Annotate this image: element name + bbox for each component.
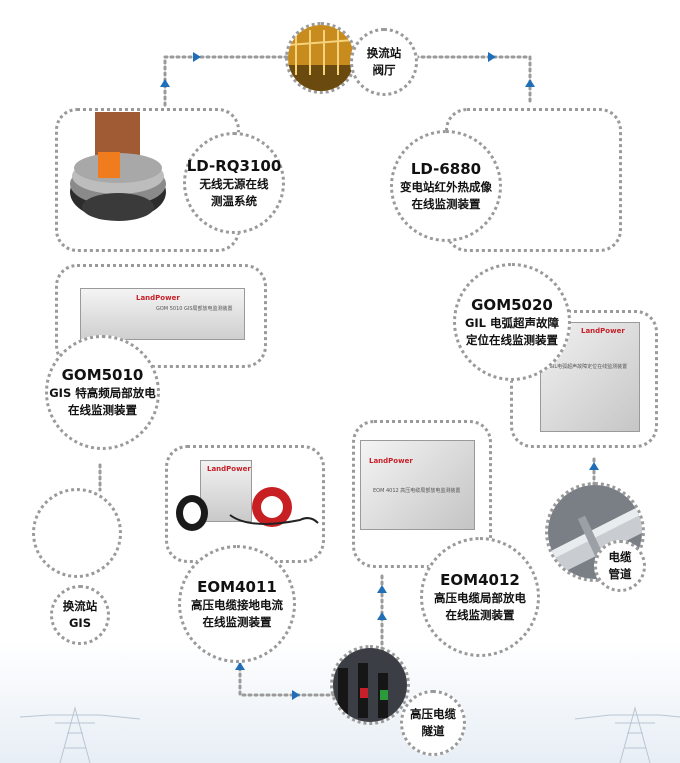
- arrow-right-top-right: [488, 52, 496, 62]
- ld-6880-model: LD-6880: [410, 159, 482, 178]
- ld-6880-label-circle: LD-6880 变电站红外热成像 在线监测装置: [390, 130, 502, 242]
- transmission-tower-right-icon: [575, 706, 680, 763]
- ld-rq3100-label-circle: LD-RQ3100 无线无源在线 测温系统: [183, 132, 285, 234]
- gom5020-label-circle: GOM5020 GIL 电弧超声故障 定位在线监测装置: [453, 263, 571, 381]
- gom5010-model: GOM5010: [61, 366, 144, 384]
- eom4012-device-brand: LandPower: [369, 457, 413, 465]
- arrow-up-left: [160, 79, 170, 87]
- eom4012-desc-2: 在线监测装置: [445, 607, 515, 622]
- arrow-right-tunnel: [292, 690, 300, 700]
- converter-hall-photo: [285, 22, 357, 94]
- eom4011-label-circle: EOM4011 高压电缆接地电流 在线监测装置: [178, 545, 296, 663]
- arrow-up-eom4012-lower: [377, 612, 387, 620]
- converter-hall-label-circle: 换流站 阀厅: [350, 28, 418, 96]
- hv-tunnel-label-circle: 高压电缆 隧道: [400, 690, 466, 756]
- hv-tunnel-photo: [330, 645, 410, 725]
- ld-6880-desc-2: 在线监测装置: [411, 196, 481, 211]
- arrow-right-top-left: [193, 52, 201, 62]
- eom4012-device-image: LandPower EOM 4012 高压电缆局部放电监测装置: [360, 440, 475, 530]
- gom5010-device-caption: GOM 5010 GIS局部放电监测装置: [156, 306, 233, 312]
- eom4011-desc-2: 在线监测装置: [202, 614, 272, 629]
- cable-pipe-label-2: 管道: [608, 567, 632, 581]
- converter-hall-label-1: 换流站: [366, 46, 402, 60]
- converter-gis-label-circle: 换流站 GIS: [50, 585, 110, 645]
- ld-rq3100-desc-1: 无线无源在线: [199, 176, 269, 191]
- arrow-up-right: [525, 79, 535, 87]
- converter-hall-label-2: 阀厅: [372, 63, 396, 77]
- gom5020-desc-2: 定位在线监测装置: [466, 332, 558, 347]
- cable-pipe-label-circle: 电缆 管道: [594, 540, 646, 592]
- gom5010-device-image: LandPower GOM 5010 GIS局部放电监测装置: [80, 288, 245, 340]
- cable-pipe-label-1: 电缆: [608, 550, 632, 564]
- eom4012-device-caption: EOM 4012 高压电缆局部放电监测装置: [373, 488, 461, 494]
- gom5010-label-circle: GOM5010 GIS 特高频局部放电 在线监测装置: [45, 335, 160, 450]
- converter-gis-circle: [32, 488, 122, 578]
- eom4011-device-image: LandPower: [200, 460, 252, 522]
- eom4011-desc-1: 高压电缆接地电流: [191, 597, 283, 612]
- temperature-sensor-ring-image: [70, 112, 166, 221]
- ld-6880-desc-1: 变电站红外热成像: [400, 179, 492, 194]
- gom5020-device-caption: GIL电弧超声故障定位在线监测装置: [549, 364, 628, 370]
- converter-gis-label-1: 换流站: [62, 599, 98, 613]
- hv-tunnel-label-2: 隧道: [421, 724, 445, 738]
- eom4012-desc-1: 高压电缆局部放电: [434, 590, 526, 605]
- transmission-tower-left-icon: [20, 706, 140, 763]
- gom5010-desc-2: 在线监测装置: [68, 403, 137, 417]
- arrow-up-eom4011: [235, 662, 245, 670]
- ld-rq3100-model: LD-RQ3100: [186, 156, 282, 175]
- eom4011-model: EOM4011: [197, 577, 277, 596]
- eom4011-ct-rings-image: [176, 487, 319, 531]
- gom5010-desc-1: GIS 特高频局部放电: [49, 386, 156, 400]
- arrow-up-gom5020: [589, 462, 599, 470]
- gom5010-device-brand: LandPower: [136, 294, 180, 302]
- hv-tunnel-label-1: 高压电缆: [410, 707, 456, 721]
- gom5020-desc-1: GIL 电弧超声故障: [464, 315, 560, 330]
- converter-gis-label-2: GIS: [68, 616, 91, 630]
- gom5020-device-brand: LandPower: [581, 327, 625, 335]
- gom5020-model: GOM5020: [471, 295, 553, 314]
- eom4012-label-circle: EOM4012 高压电缆局部放电 在线监测装置: [420, 537, 540, 657]
- eom4012-model: EOM4012: [440, 570, 520, 589]
- eom4011-device-brand: LandPower: [207, 465, 251, 473]
- ld-rq3100-desc-2: 测温系统: [211, 193, 257, 208]
- arrow-up-eom4012-upper: [377, 585, 387, 593]
